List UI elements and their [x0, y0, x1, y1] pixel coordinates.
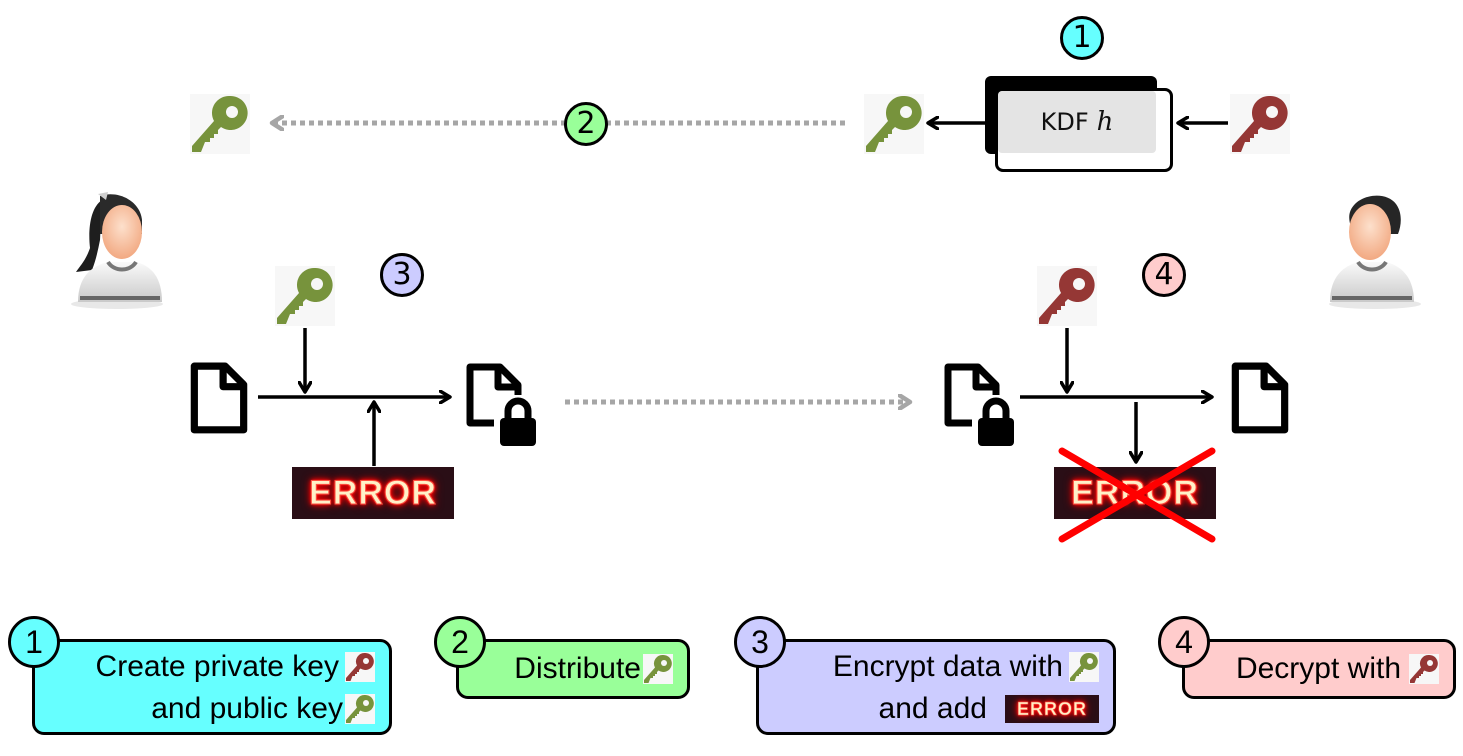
public-key-icon — [190, 94, 250, 154]
legend-step1-badge: 1 — [8, 616, 60, 668]
plaintext-document-icon — [188, 362, 250, 436]
error-sign: ERROR — [1005, 695, 1099, 723]
legend-step4: Decrypt with — [1182, 639, 1456, 699]
legend-step1-line2: and public key — [151, 692, 343, 725]
legend-step3-line1: Encrypt data with — [832, 650, 1063, 683]
error-sign: ERROR — [292, 467, 454, 519]
step4-badge: 4 — [1142, 253, 1186, 297]
step3-badge: 3 — [380, 253, 424, 297]
encrypted-document-icon — [942, 362, 1022, 448]
public-key-icon — [643, 654, 673, 684]
legend-step1-line1: Create private key — [95, 650, 339, 683]
legend-step2: Distribute — [456, 639, 690, 699]
decrypted-document-icon — [1229, 362, 1291, 436]
legend-step2-line1: Distribute — [514, 652, 641, 685]
private-key-icon — [1409, 654, 1439, 684]
step1-badge: 1 — [1060, 16, 1104, 60]
legend-step3-line2: and add — [878, 692, 987, 725]
private-key-icon — [1230, 94, 1290, 154]
legend-step4-badge: 4 — [1158, 616, 1210, 668]
legend-step3-badge: 3 — [734, 616, 786, 668]
kdf-box: KDF h — [998, 91, 1156, 153]
private-key-icon — [345, 652, 375, 682]
kdf-symbol: h — [1096, 107, 1114, 137]
legend-step4-line1: Decrypt with — [1235, 652, 1401, 685]
kdf-label: KDF — [1040, 108, 1089, 136]
step2-badge: 2 — [564, 102, 608, 146]
woman-user-icon — [71, 192, 163, 309]
public-key-icon — [275, 266, 335, 326]
public-key-icon — [1069, 652, 1099, 682]
legend-step3: Encrypt data with and add ERROR — [756, 639, 1116, 735]
legend-step2-badge: 2 — [434, 616, 486, 668]
public-key-icon — [345, 694, 375, 724]
public-key-icon — [864, 94, 924, 154]
private-key-icon — [1037, 266, 1097, 326]
legend-step1: Create private key and public key — [32, 639, 392, 735]
man-user-icon — [1329, 195, 1421, 309]
cross-out-icon — [1058, 447, 1216, 543]
encrypted-document-icon — [464, 362, 544, 448]
